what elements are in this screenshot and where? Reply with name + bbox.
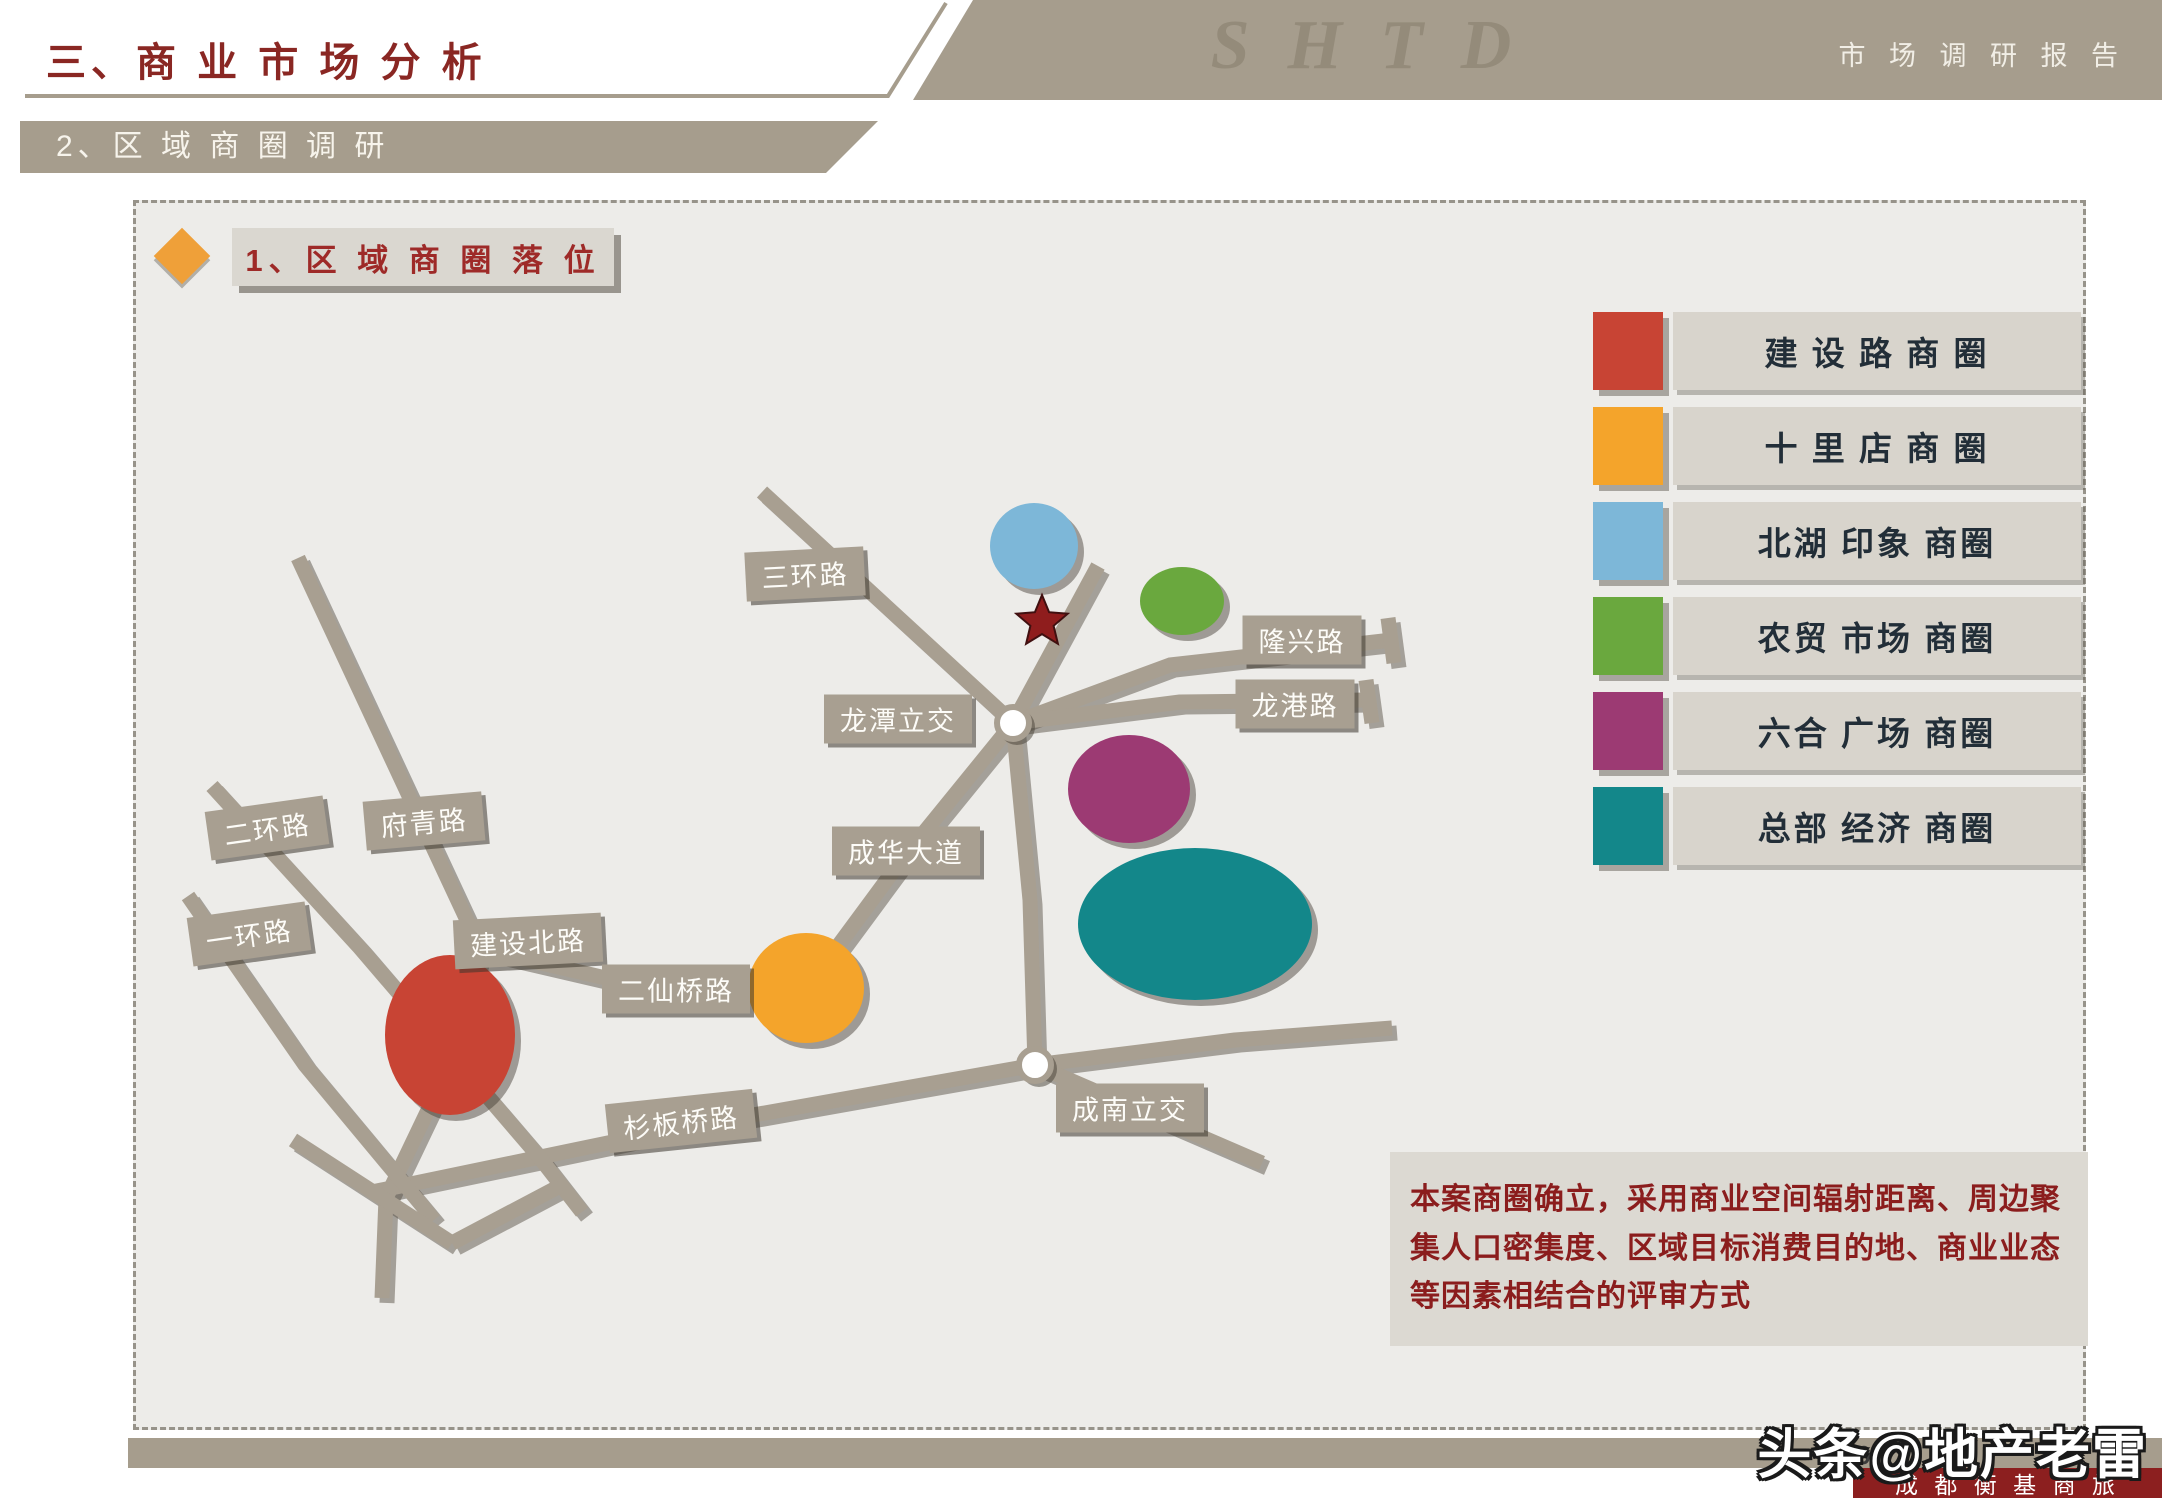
legend-item: 十 里 店 商 圈 [1593, 407, 2081, 485]
road-north-spur [1006, 562, 1105, 727]
legend-item: 建 设 路 商 圈 [1593, 312, 2081, 390]
road-longtan-chengnan [1005, 722, 1043, 1066]
legend-item: 农贸 市场 商圈 [1593, 597, 2081, 675]
legend-color-swatch [1593, 407, 1663, 485]
legend-item: 总部 经济 商圈 [1593, 787, 2081, 865]
road-chengnan-east [1034, 1020, 1393, 1073]
legend-item: 北湖 印象 商圈 [1593, 502, 2081, 580]
zone-beihu [990, 503, 1078, 589]
zone-nongmao [1140, 567, 1224, 635]
toutiao-watermark: 头条@地产老雷 [1757, 1425, 2148, 1485]
road-longgang-endcap [1358, 678, 1380, 725]
legend-label: 农贸 市场 商圈 [1673, 597, 2081, 675]
footer-bar [128, 1438, 2162, 1468]
legend-label: 六合 广场 商圈 [1673, 692, 2081, 770]
legend-color-swatch [1593, 597, 1663, 675]
legend-label: 十 里 店 商 圈 [1673, 407, 2081, 485]
header-underline [25, 1, 948, 98]
header-decoration [25, 0, 2162, 100]
legend-color-swatch [1593, 787, 1663, 865]
page-number: 20 [1842, 1440, 1871, 1470]
note-line: 等因素相结合的评审方式 [1410, 1280, 1751, 1314]
legend: 建 设 路 商 圈十 里 店 商 圈北湖 印象 商圈农贸 市场 商圈六合 广场 … [1593, 312, 2081, 882]
legend-color-swatch [1593, 312, 1663, 390]
company-name: 成 都 衡 基 商 旅 [1853, 1468, 2162, 1498]
block-title: 1、区 域 商 圈 落 位 [232, 228, 614, 286]
zone-zongbu [1078, 848, 1312, 1000]
note-line: 本案商圈确立，采用商业空间辐射距离、周边聚 [1410, 1183, 2061, 1216]
legend-color-swatch [1593, 692, 1663, 770]
legend-label: 北湖 印象 商圈 [1673, 502, 2081, 580]
junction-chengnan [1016, 1046, 1054, 1084]
shtd-watermark: SHTD [1210, 7, 1550, 84]
zone-jianshelu [385, 955, 515, 1115]
note-line: 集人口密集度、区域目标消费目的地、商业业态 [1410, 1231, 2061, 1265]
road-sw-b [448, 1179, 564, 1250]
legend-label: 总部 经济 商圈 [1673, 787, 2081, 865]
subsection-title: 2、区 域 商 圈 调 研 [56, 130, 390, 163]
road-chengnan-southeast [1032, 1058, 1265, 1170]
road-sw-a [288, 1133, 457, 1250]
junction-longtan [994, 704, 1032, 742]
report-type-label: 市 场 调 研 报 告 [1838, 41, 2126, 71]
legend-label: 建 设 路 商 圈 [1673, 312, 2081, 390]
section-title: 三、商 业 市 场 分 析 [46, 41, 487, 85]
road-longxing-endcap [1380, 617, 1402, 664]
subsection-bar: 2、区 域 商 圈 调 研 [20, 121, 878, 173]
legend-item: 六合 广场 商圈 [1593, 692, 2081, 770]
zone-shilidian [748, 933, 864, 1043]
zone-liuhe [1068, 735, 1190, 843]
legend-color-swatch [1593, 502, 1663, 580]
note-box: 本案商圈确立，采用商业空间辐射距离、周边聚 集人口密集度、区域目标消费目的地、商… [1390, 1152, 2088, 1346]
header-band [913, 0, 2162, 100]
road-sanhuan [756, 486, 1019, 729]
project-location-star-icon [1013, 592, 1071, 646]
